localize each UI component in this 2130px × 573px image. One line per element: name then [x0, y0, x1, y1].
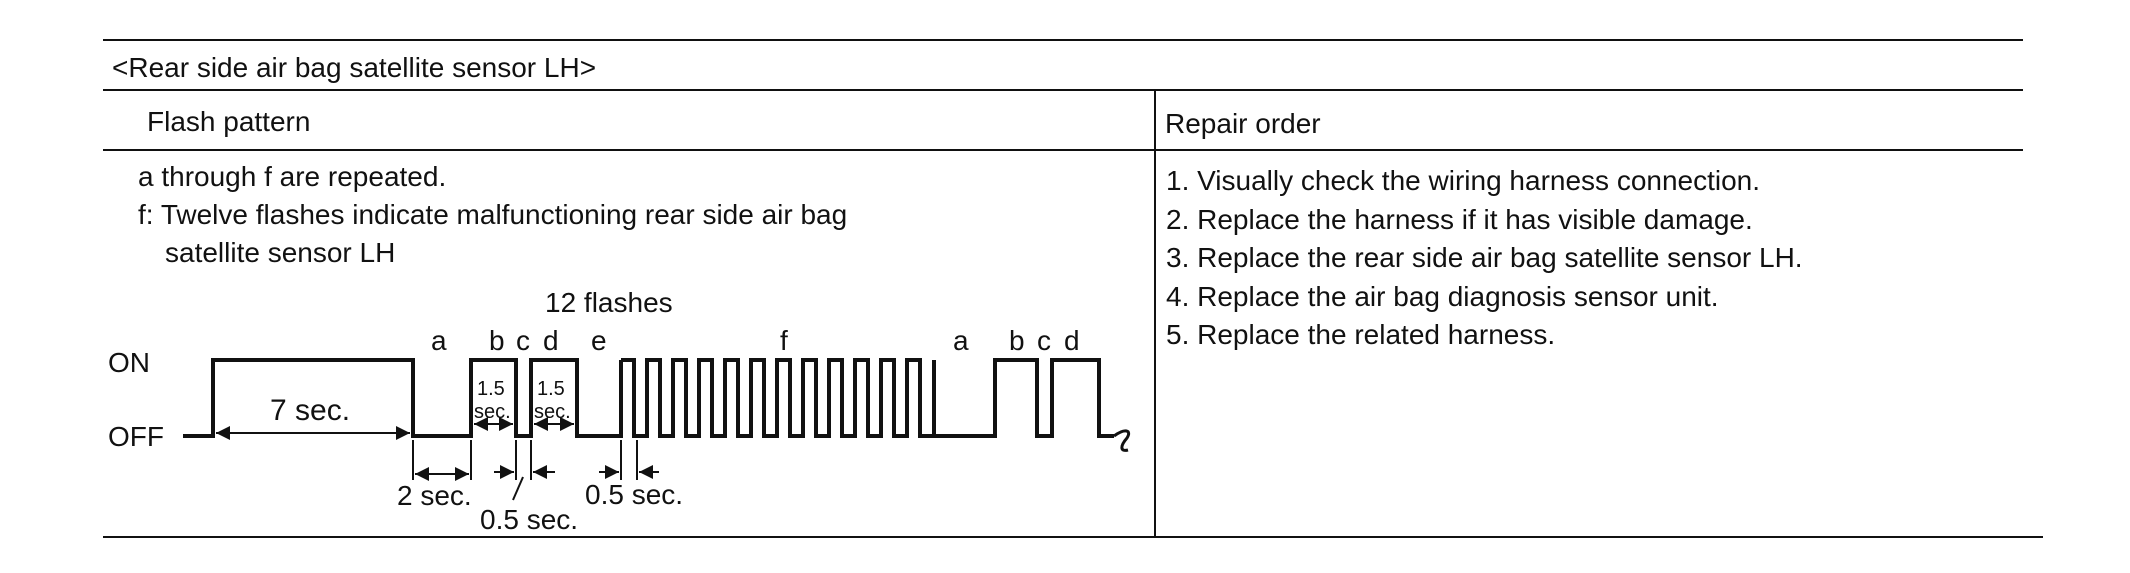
flash-count-label: 12 flashes — [545, 287, 673, 318]
f-flash-train — [621, 358, 934, 438]
signal-waveform-repeat — [932, 358, 1114, 438]
segment-label-a: a — [431, 325, 447, 356]
dim-label-b-value: 1.5 — [477, 378, 505, 400]
note-line: a through f are repeated. — [138, 161, 447, 192]
note-line: f: Twelve flashes indicate malfunctionin… — [138, 199, 848, 230]
segment-label-b: b — [1009, 325, 1025, 356]
segment-label-b: b — [489, 325, 505, 356]
repair-step: 2. Replace the harness if it has visible… — [1166, 203, 1753, 235]
on-level-label: ON — [108, 347, 150, 378]
flash-pattern-diagram: 12 flashes ON OFF a b c d e f a b c d 7 … — [108, 287, 1131, 535]
dim-label-c: 0.5 sec. — [480, 504, 578, 535]
segment-label-a: a — [953, 325, 969, 356]
table-title: <Rear side air bag satellite sensor LH> — [112, 52, 597, 83]
off-level-label: OFF — [108, 421, 164, 452]
repair-step: 5. Replace the related harness. — [1166, 319, 1556, 350]
flash-pattern-notes: a through f are repeated. f: Twelve flas… — [138, 158, 847, 272]
dim-label-e: 0.5 sec. — [585, 479, 683, 510]
dim-leader-c — [512, 476, 524, 501]
segment-label-c: c — [516, 325, 530, 356]
repair-step: 3. Replace the rear side air bag satelli… — [1166, 242, 1803, 273]
dim-label-d-value: 1.5 — [537, 378, 565, 400]
dim-label-7sec: 7 sec. — [270, 394, 350, 427]
flash-pattern-header: Flash pattern — [147, 106, 311, 137]
note-line: satellite sensor LH — [165, 237, 396, 268]
segment-label-e: e — [591, 325, 607, 356]
column-divider — [1154, 90, 1156, 538]
continuation-break-icon — [1113, 429, 1131, 452]
segment-label-d: d — [1064, 325, 1080, 356]
dim-label-d-unit: sec. — [534, 401, 571, 423]
repair-step: 1. Visually check the wiring harness con… — [1166, 165, 1761, 196]
dim-label-b-unit: sec. — [474, 401, 511, 423]
title-divider — [103, 89, 2023, 91]
table-bottom-border — [103, 536, 2043, 538]
dim-label-2sec: 2 sec. — [397, 480, 472, 511]
signal-waveform — [183, 358, 623, 438]
repair-order-list: 1. Visually check the wiring harness con… — [1166, 162, 1803, 355]
header-divider — [103, 149, 2023, 151]
table-top-border — [103, 39, 2023, 41]
segment-label-d: d — [543, 325, 559, 356]
segment-label-c: c — [1037, 325, 1051, 356]
repair-order-header: Repair order — [1165, 108, 1321, 139]
segment-label-f: f — [780, 325, 788, 356]
repair-step: 4. Replace the air bag diagnosis sensor … — [1166, 280, 1719, 312]
